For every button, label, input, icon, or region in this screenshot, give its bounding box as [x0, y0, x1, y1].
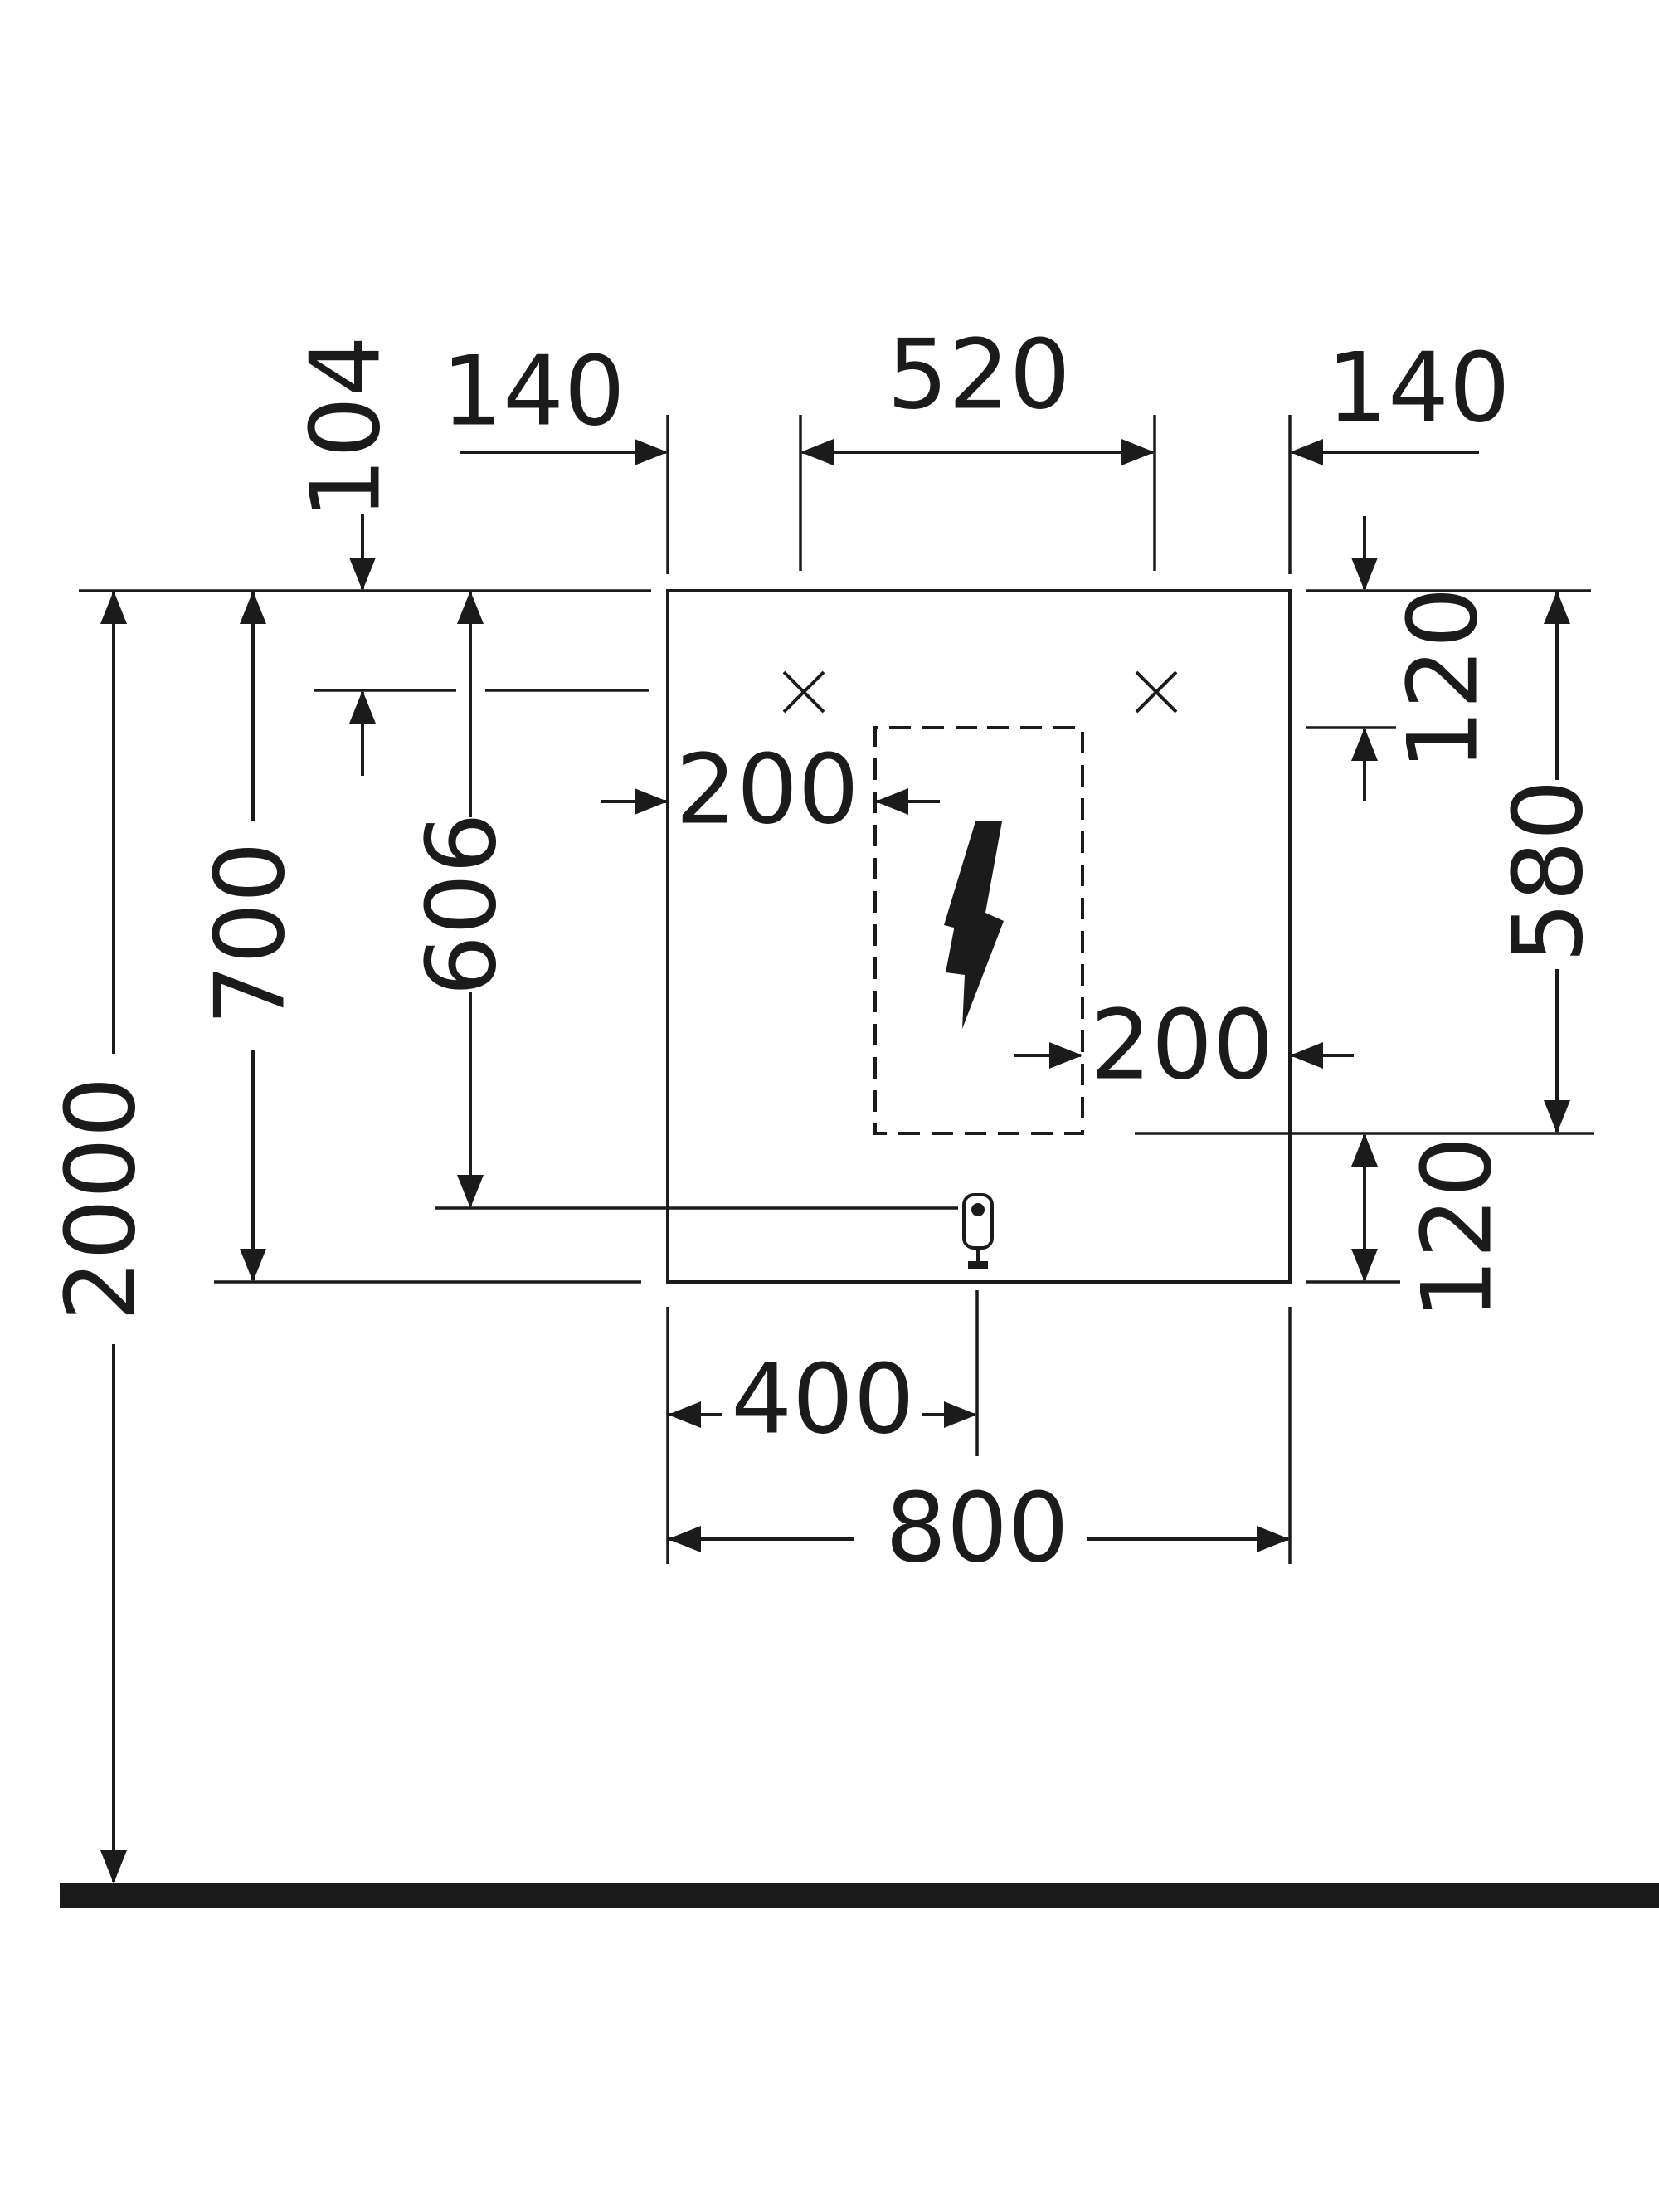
cross-mark-icon — [782, 670, 825, 714]
cross-mark-icon — [1135, 670, 1178, 714]
dimension-label-700: 700 — [195, 841, 307, 1025]
drain-connection-icon — [962, 1193, 994, 1269]
cabinet-outline — [666, 589, 1292, 1284]
dimension-label-120-right-top: 120 — [1388, 587, 1500, 770]
dimension-label-120-right-bottom: 120 — [1402, 1136, 1514, 1319]
dimension-label-104: 104 — [290, 335, 402, 519]
dimension-label-580: 580 — [1493, 779, 1605, 962]
socket-zone-outline — [873, 726, 1084, 1135]
dimension-label-200-right: 200 — [1090, 990, 1273, 1102]
dimension-label-140-right: 140 — [1326, 333, 1510, 445]
dimension-label-520: 520 — [887, 319, 1070, 431]
floor-line — [60, 1883, 1659, 1908]
dimension-label-200-left: 200 — [675, 734, 859, 846]
dimension-label-800: 800 — [885, 1473, 1068, 1585]
dimension-label-400: 400 — [731, 1344, 914, 1456]
dimension-label-140-left: 140 — [441, 336, 625, 448]
lightning-bolt-icon — [944, 821, 1004, 1029]
dimension-label-2000: 2000 — [46, 1076, 158, 1321]
dimension-label-606: 606 — [406, 812, 518, 996]
